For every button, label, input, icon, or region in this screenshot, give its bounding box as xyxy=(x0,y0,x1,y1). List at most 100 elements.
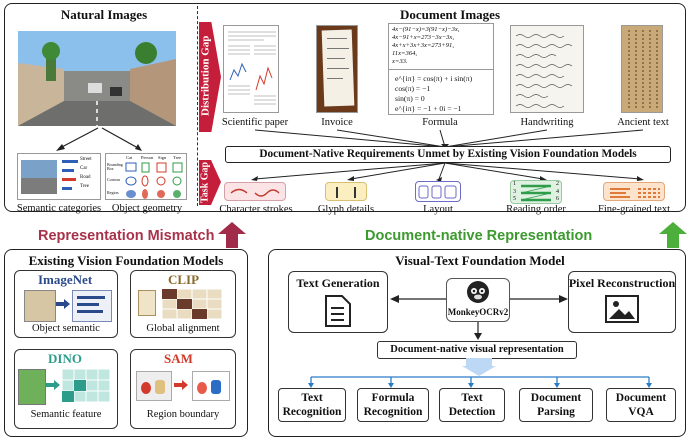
caption-glyph-details: Glyph details xyxy=(317,204,375,215)
task-text-recognition: Text Recognition xyxy=(278,388,346,422)
invoice-thumb xyxy=(316,25,358,113)
model-to-text-arrow xyxy=(390,295,446,303)
model-down-arrow xyxy=(474,322,482,340)
panel-divider xyxy=(197,6,198,206)
caption-global-alignment: Global alignment xyxy=(146,323,220,334)
text-generation-label: Text Generation xyxy=(296,276,380,290)
geom-header-sign: Sign xyxy=(158,155,167,160)
imagenet-name: ImageNet xyxy=(38,272,93,287)
task-text-detection: Text Detection xyxy=(439,388,505,422)
dino-arrow-icon xyxy=(46,380,60,390)
fine-text-icon xyxy=(610,188,660,198)
caption-semantic-feature: Semantic feature xyxy=(30,409,102,420)
sam-name: SAM xyxy=(164,351,193,366)
monkey-logo-icon xyxy=(467,281,489,303)
layout-icon xyxy=(418,185,457,199)
pixel-reconstruction-label: Pixel Reconstruction xyxy=(568,276,676,290)
clip-matrix-icon xyxy=(162,289,223,320)
sam-image-icon xyxy=(136,371,172,401)
document-icon xyxy=(325,295,351,327)
dino-name: DINO xyxy=(48,351,82,366)
caption-fine-grained-text: Fine-grained text xyxy=(597,204,671,215)
formula-line-b3: e^{iπ} = −1 + 0i = −1 xyxy=(395,104,462,113)
formula-line-a3: 11x=364, xyxy=(392,50,418,57)
sam-arrow-icon xyxy=(174,380,188,390)
caption-scientific-paper: Scientific paper xyxy=(221,117,289,128)
clip-doc-icon xyxy=(138,290,156,316)
requirements-converging-arrows xyxy=(254,129,644,149)
geometry-shapes-icon xyxy=(125,162,183,199)
sam-mask-icon xyxy=(192,371,230,401)
foundation-model-title: Visual-Text Foundation Model xyxy=(395,253,565,268)
formula-line-b2: sin(π) = 0 xyxy=(395,94,425,103)
reading-order-icon xyxy=(520,184,552,202)
caption-ancient-text: Ancient text xyxy=(617,117,669,128)
caption-formula: Formula xyxy=(422,117,458,128)
geom-header-cat: Cat xyxy=(126,155,133,160)
caption-invoice: Invoice xyxy=(321,117,353,128)
task-document-vqa: Document VQA xyxy=(606,388,676,422)
object-geometry-thumb: Cat Person Sign Tree Bounding Box Contou… xyxy=(105,153,187,200)
fine-grained-text-chip xyxy=(603,182,665,201)
monkeyocr-name: MonkeyOCRv2 xyxy=(447,307,509,317)
natural-branch-arrows xyxy=(56,127,142,151)
geom-row-contour: Contour xyxy=(107,177,121,182)
task-branch-lines xyxy=(308,376,652,388)
distribution-gap-label: Distribution Gap xyxy=(199,35,212,117)
caption-layout: Layout xyxy=(423,204,453,215)
task-formula-recognition: Formula Recognition xyxy=(357,388,429,422)
caption-handwriting: Handwriting xyxy=(520,117,574,128)
representation-box: Document-native visual representation xyxy=(377,341,577,359)
reading-order-num-4: 4 xyxy=(556,189,559,195)
handwriting-thumb xyxy=(510,25,584,113)
geom-header-person: Person xyxy=(141,155,154,160)
geom-header-tree: Tree xyxy=(173,155,182,160)
formula-line-a0: 4x−(91−x)=3(91−x)−3x, xyxy=(392,26,460,33)
scientific-paper-thumb xyxy=(223,25,279,113)
requirements-diverging-arrows xyxy=(251,162,644,182)
caption-reading-order: Reading order xyxy=(506,204,566,215)
formula-line-a1: 4x−91+x=273−3x−3x, xyxy=(392,34,454,41)
sem-label-car: Car xyxy=(80,166,88,171)
document-native-representation-label: Document-native Representation xyxy=(365,228,593,244)
formula-line-b1: cos(π) = −1 xyxy=(395,84,431,93)
reading-order-num-1: 1 xyxy=(513,181,516,187)
dino-image-icon xyxy=(18,369,46,405)
model-to-pixel-arrow xyxy=(510,295,568,303)
task-document-parsing: Document Parsing xyxy=(519,388,593,422)
formula-line-a4: x=33. xyxy=(392,58,408,65)
semantic-categories-thumb: Street Car Road Tree xyxy=(17,153,101,200)
reading-order-num-5: 5 xyxy=(513,196,516,202)
caption-object-geometry: Object geometry xyxy=(111,203,183,214)
glyph-icon xyxy=(336,187,356,198)
document-images-title: Document Images xyxy=(399,7,500,22)
imagenet-icon xyxy=(24,290,56,322)
character-strokes-chip xyxy=(224,182,286,201)
sem-label-road: Road xyxy=(80,175,91,180)
caption-region-boundary: Region boundary xyxy=(146,409,220,420)
distribution-gap-arrow xyxy=(199,22,221,132)
imagenet-arrow-icon xyxy=(56,299,70,309)
formula-line-a2: 4x+x+3x+3x=273+91, xyxy=(392,42,454,49)
reading-order-chip: 1 2 3 4 5 6 xyxy=(510,180,562,204)
geom-row-bbox: Bounding Box xyxy=(107,162,123,171)
strokes-icon xyxy=(230,188,280,197)
ancient-text-thumb xyxy=(621,25,663,113)
dino-feature-grid-icon xyxy=(62,369,111,403)
mismatch-up-arrow xyxy=(218,222,246,248)
representation-to-tasks-arrow xyxy=(462,358,496,376)
geom-row-region: Region xyxy=(107,190,119,195)
task-gap-arrow xyxy=(199,160,221,205)
requirements-banner: Document-Native Requirements Unmet by Ex… xyxy=(225,146,671,163)
imagenet-output-icon xyxy=(72,290,112,322)
reading-order-num-6: 6 xyxy=(556,196,559,202)
reading-order-num-2: 2 xyxy=(556,181,559,187)
glyph-details-chip xyxy=(325,182,367,201)
task-gap-label: Task Gap xyxy=(199,161,211,204)
existing-models-title: Existing Vision Foundation Models xyxy=(28,253,224,268)
caption-object-semantic: Object semantic xyxy=(32,323,100,334)
layout-chip xyxy=(415,181,461,202)
caption-character-strokes: Character strokes xyxy=(219,204,293,215)
clip-name: CLIP xyxy=(168,272,200,287)
sem-label-street: Street xyxy=(80,157,92,162)
